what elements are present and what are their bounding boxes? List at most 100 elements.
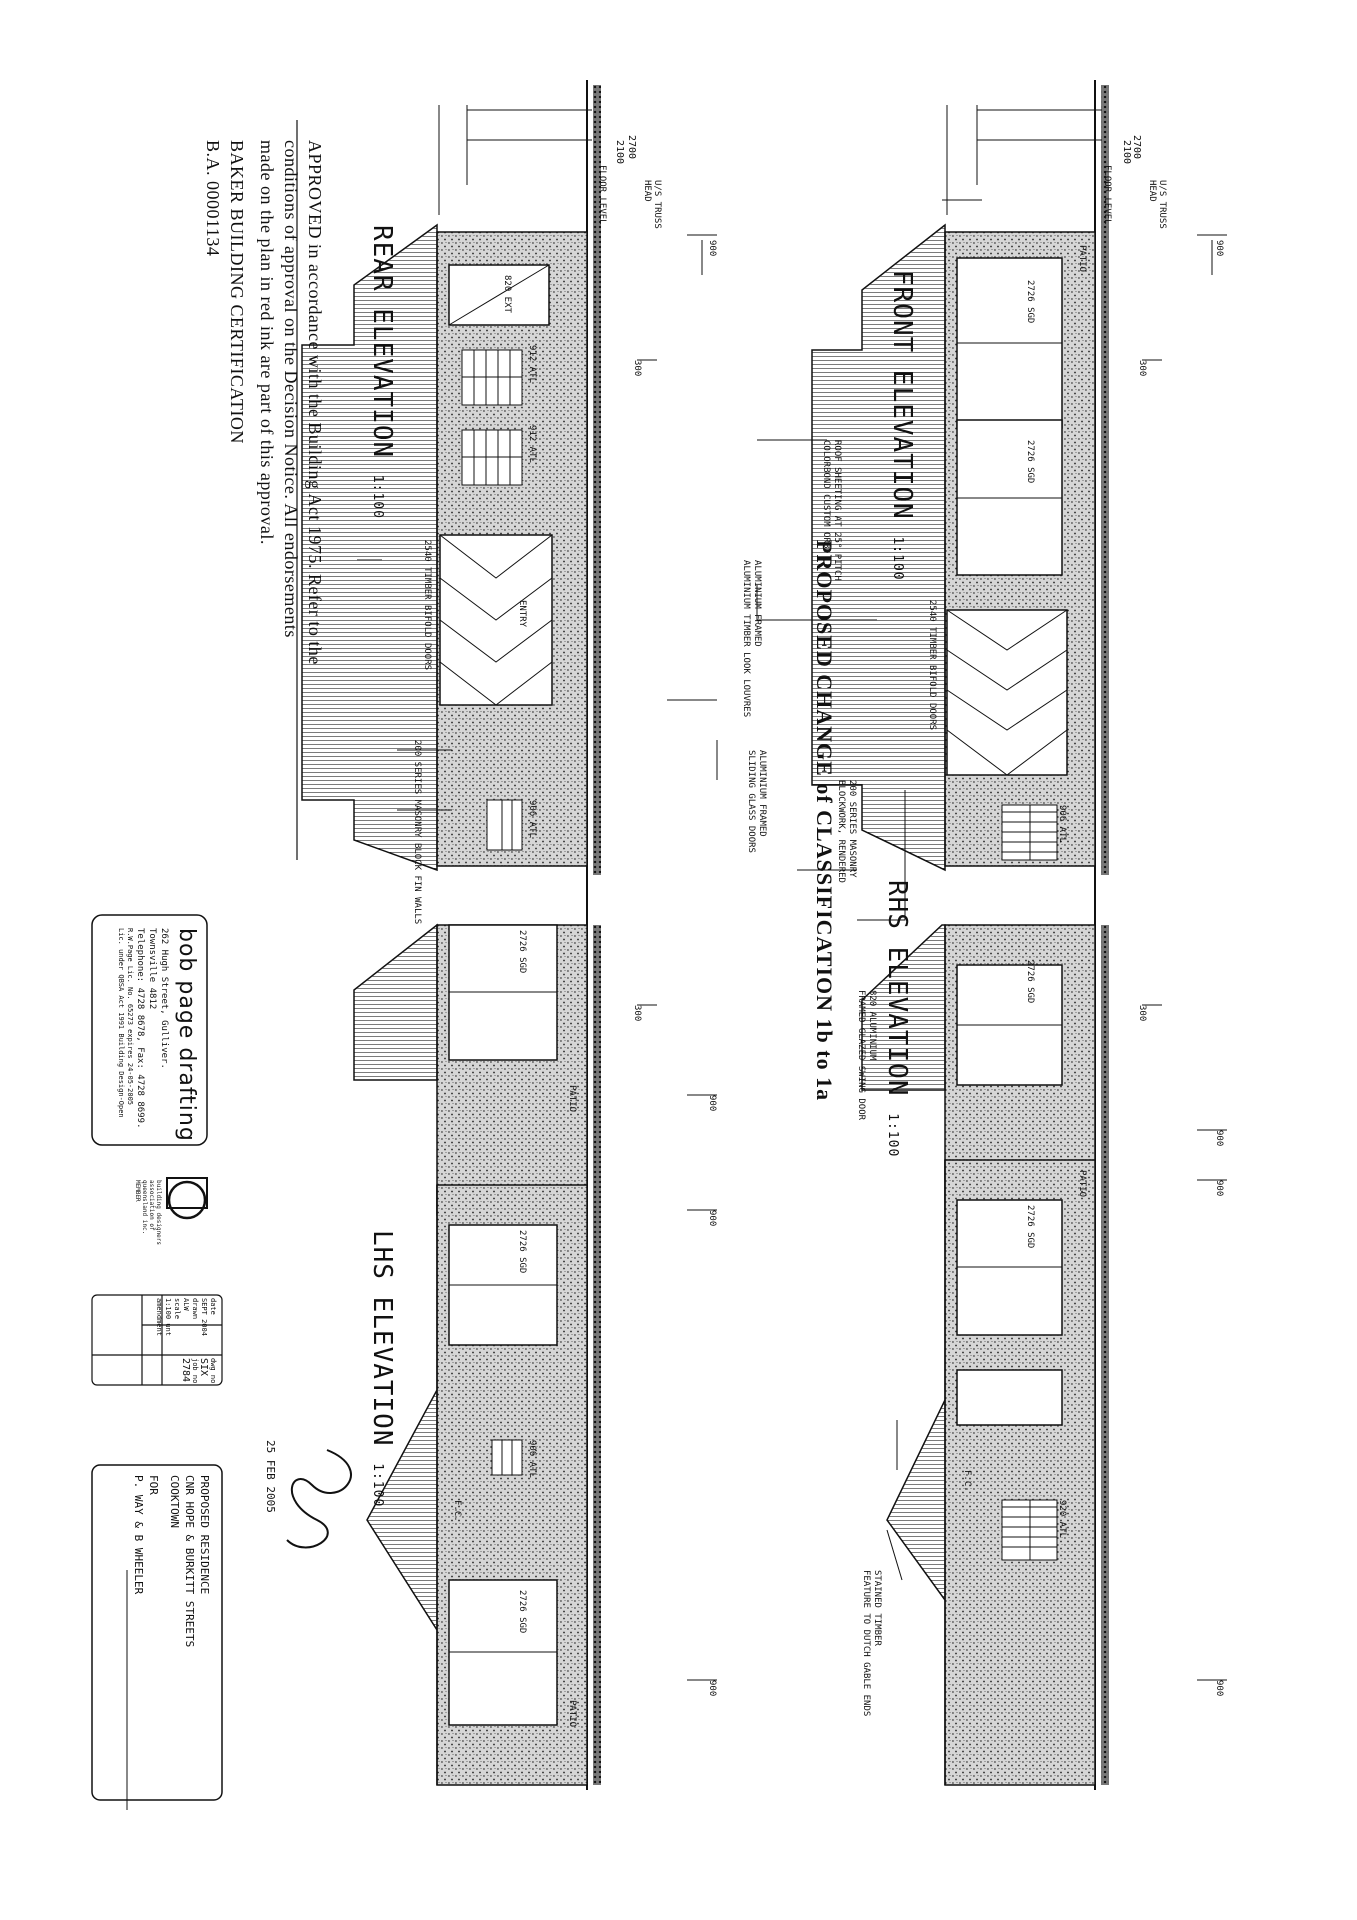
lhs-roof bbox=[366, 1185, 438, 1785]
swing-door-note: 820 ALUMINIUM FRAMED GLAZED SWING DOOR bbox=[855, 990, 877, 1120]
scale-label: scale bbox=[173, 1298, 181, 1320]
approval-line-5: B.A. 00001134 bbox=[203, 140, 223, 257]
membership-line-1: building designers bbox=[155, 1180, 162, 1246]
company-box bbox=[91, 914, 208, 1146]
dim-2100-front: 2100 bbox=[1121, 140, 1132, 165]
project-line-1: PROPOSED RESIDENCE bbox=[198, 1475, 211, 1595]
rhs-roof bbox=[886, 1160, 946, 1785]
drawn-value: ALW bbox=[182, 1298, 190, 1311]
swing-text-1: 820 ALUMINIUM bbox=[867, 990, 877, 1061]
dim-900-rear-a: 900 bbox=[707, 240, 717, 257]
dim-2700-front: 2700 bbox=[1131, 135, 1142, 160]
project-line-5: P. WAY & B WHEELER bbox=[132, 1475, 145, 1595]
approval-line-2: conditions of approval on the Decision N… bbox=[281, 140, 301, 638]
louvres-note: ALUMINIUM FRAMED ALUMINIUM TIMBER LOOK L… bbox=[740, 560, 762, 717]
ext-label-rear: 820 EXT bbox=[502, 275, 512, 313]
company-name: bob page drafting bbox=[174, 928, 199, 1142]
dim-300-rear-a: 300 bbox=[632, 360, 642, 377]
rear-title-text: REAR ELEVATION bbox=[367, 225, 397, 459]
project-block: PROPOSED RESIDENCE CNR HOPE & BURKITT ST… bbox=[131, 1475, 212, 1647]
us-truss-front: U/S TRUSS bbox=[1157, 180, 1167, 229]
membership-line-3: queensland inc. bbox=[141, 1180, 148, 1235]
masonry-text-1: 200 SERIES MASONRY bbox=[847, 780, 857, 878]
floor-level-front: FLOOR LEVEL bbox=[1102, 165, 1112, 225]
atl-label-front: 906 ATL bbox=[1057, 805, 1067, 843]
head-label-rear: HEAD bbox=[642, 180, 652, 202]
front-bifold-doors bbox=[946, 609, 1068, 776]
atl-label-lhs: 906 ATL bbox=[527, 1440, 537, 1478]
amendment-label: amendment bbox=[155, 1298, 163, 1336]
colorbond-text: COLORBOND CUSTOM ORB bbox=[821, 440, 831, 549]
fc-label-lhs: F.C. bbox=[452, 1500, 462, 1522]
dim-300-rear-b: 300 bbox=[632, 1005, 642, 1022]
rear-elevation-drawing bbox=[301, 80, 601, 1790]
rhs-swing-door bbox=[956, 1369, 1063, 1426]
patio-label-rhs: PATIO bbox=[1077, 1170, 1087, 1198]
membership-logo bbox=[166, 1177, 208, 1220]
company-address-1: 262 Hugh Street, Gulliver. bbox=[159, 928, 169, 1069]
front-elevation-drawing bbox=[811, 80, 1109, 1790]
dim-300-front-a: 300 bbox=[1137, 360, 1147, 377]
gable-text-2: FEATURE TO DUTCH GABLE ENDS bbox=[861, 1570, 871, 1717]
dim-2700-rear: 2700 bbox=[626, 135, 637, 160]
dim-900-rhs-a: 900 bbox=[1214, 1180, 1224, 1197]
lhs-scale: 1:100 bbox=[370, 1463, 385, 1508]
company-block: bob page drafting 262 Hugh Street, Gulli… bbox=[116, 928, 199, 1142]
sgd-label-rhs: 2726 SGD bbox=[1025, 1205, 1035, 1249]
patio-label-rear: PATIO bbox=[567, 1085, 577, 1113]
masonry-note: 200 SERIES MASONRY BLOCKWORK, RENDERED bbox=[835, 780, 857, 883]
us-truss-rear: U/S TRUSS bbox=[652, 180, 662, 229]
atl-label-rear-a: 912 ATL bbox=[527, 345, 537, 383]
dim-900-lhs-a: 900 bbox=[707, 1210, 717, 1227]
drawing-heading: PROPOSED CHANGE of CLASSIFICATION 1b to … bbox=[812, 540, 837, 1102]
annotation-leaders bbox=[126, 120, 906, 1810]
dim-300-front-b: 300 bbox=[1137, 1005, 1147, 1022]
dwg-value: SIX bbox=[198, 1358, 209, 1377]
rear-roof bbox=[301, 223, 438, 872]
scale-value: 1:100 unt bbox=[164, 1298, 172, 1336]
sgd-label-lhs-a: 2726 SGD bbox=[517, 1230, 527, 1274]
sgd-label-front-2: 2726 SGD bbox=[1025, 440, 1035, 484]
rear-scale: 1:100 bbox=[370, 474, 385, 519]
front-elevation-title: FRONT ELEVATION 1:100 bbox=[887, 270, 917, 581]
title-block-left: date SEPT 2004 drawn ALW scale 1:100 unt… bbox=[154, 1298, 217, 1336]
bifold-note-front: 2540 TIMBER BIFOLD DOORS bbox=[927, 600, 937, 731]
project-line-4: FOR bbox=[147, 1475, 160, 1495]
roof-sheeting-note: ROOF SHEETING AT 25° PITCH COLORBOND CUS… bbox=[820, 440, 842, 581]
project-box bbox=[91, 1464, 223, 1801]
gable-note: STAINED TIMBER FEATURE TO DUTCH GABLE EN… bbox=[860, 1570, 882, 1716]
dim-900-front-a: 900 bbox=[1214, 240, 1224, 257]
patio-label-lhs: PATIO bbox=[567, 1700, 577, 1728]
company-address-2: Townsville 4812 bbox=[147, 928, 157, 1010]
front-ground-line bbox=[1101, 85, 1109, 875]
sliding-text-2: SLIDING GLASS DOORS bbox=[746, 750, 756, 853]
dim-900-front-b: 900 bbox=[1214, 1130, 1224, 1147]
rhs-title-text: RHS ELEVATION bbox=[882, 880, 912, 1097]
job-label: job no bbox=[191, 1358, 199, 1384]
sgd-label-lhs-b: 2726 SGD bbox=[517, 1590, 527, 1634]
front-roof bbox=[811, 223, 946, 872]
approval-stamp: APPROVED in accordance with the Building… bbox=[201, 140, 327, 665]
signature bbox=[286, 1449, 352, 1549]
atl-label-rear-b: 912 ATL bbox=[527, 425, 537, 463]
dim-900-rhs-b: 900 bbox=[1214, 1680, 1224, 1697]
dim-900-rear-b: 900 bbox=[707, 1095, 717, 1112]
atl-label-rear-c: 906 ATL bbox=[527, 800, 537, 838]
date-value: SEPT 2004 bbox=[200, 1298, 208, 1336]
patio-label-front: PATIO bbox=[1077, 245, 1087, 273]
sgd-label-rear: 2726 SGD bbox=[517, 930, 527, 974]
membership-line-2: association of bbox=[148, 1180, 155, 1231]
approval-line-1: APPROVED in accordance with the Building… bbox=[305, 140, 325, 665]
dim-900-lhs-b: 900 bbox=[707, 1680, 717, 1697]
sliding-text-1: ALUMINIUM FRAMED bbox=[757, 750, 767, 837]
entry-label: ENTRY bbox=[517, 600, 527, 628]
company-licence-1: R.W.Page Lic. No. 65273 expires 24-05-20… bbox=[126, 928, 134, 1106]
front-title-text: FRONT ELEVATION bbox=[887, 270, 917, 520]
rhs-ground-line bbox=[1101, 925, 1109, 1785]
project-line-2: CNR HOPE & BURKITT STREETS bbox=[183, 1475, 196, 1648]
rhs-elevation-title: RHS ELEVATION 1:100 bbox=[882, 880, 912, 1157]
membership-line-4: MEMBER bbox=[134, 1180, 141, 1202]
lhs-title-text: LHS ELEVATION bbox=[367, 1230, 397, 1447]
